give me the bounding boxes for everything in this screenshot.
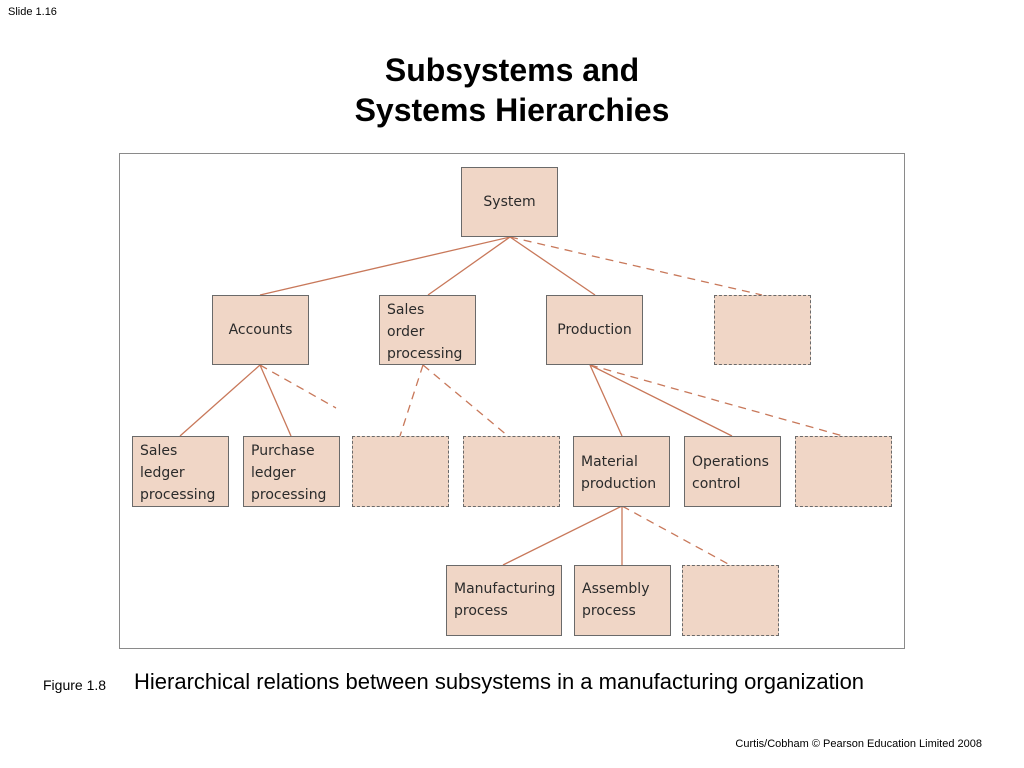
connector-production-material xyxy=(589,364,623,437)
node-material-production: Material production xyxy=(573,436,670,507)
node-manufacturing-process: Manufacturing process xyxy=(446,565,562,636)
connector-sales-order-unnamed-2 xyxy=(422,364,509,437)
connector-material-unnamed xyxy=(621,505,731,566)
figure-label: Figure 1.8 xyxy=(43,677,107,693)
node-operations-control: Operations control xyxy=(684,436,781,507)
copyright-credit: Curtis/Cobham © Pearson Education Limite… xyxy=(735,738,982,750)
node-sales-ledger-processing: Sales ledger processing xyxy=(132,436,229,507)
title-line-1: Subsystems and xyxy=(384,52,640,88)
node-unnamed-level2-a xyxy=(352,436,449,507)
title-line-2: Systems Hierarchies xyxy=(354,92,670,128)
node-assembly-process: Assembly process xyxy=(574,565,671,636)
node-sales-order-processing: Sales order processing xyxy=(379,295,476,365)
connector-system-production xyxy=(509,236,596,296)
connector-system-sales-order xyxy=(427,236,511,296)
connector-accounts-purchase-ledger xyxy=(259,364,292,437)
connector-production-operations xyxy=(589,364,733,437)
connector-sales-order-unnamed-1 xyxy=(399,364,424,437)
slide-number: Slide 1.16 xyxy=(8,6,57,18)
node-unnamed-level2-b xyxy=(463,436,560,507)
figure-caption: Hierarchical relations between subsystem… xyxy=(134,669,865,694)
slide-title: Subsystems and Systems Hierarchies xyxy=(0,50,1024,130)
connector-accounts-sales-ledger xyxy=(179,364,261,437)
node-production: Production xyxy=(546,295,643,365)
node-unnamed-level1 xyxy=(714,295,811,365)
node-accounts: Accounts xyxy=(212,295,309,365)
connector-material-manufacturing xyxy=(502,505,623,566)
connector-production-unnamed xyxy=(589,364,844,437)
connector-system-unnamed xyxy=(509,236,763,296)
connector-system-accounts xyxy=(259,236,511,296)
node-system: System xyxy=(461,167,558,237)
connector-accounts-unnamed xyxy=(259,364,337,409)
node-unnamed-level2-c xyxy=(795,436,892,507)
node-unnamed-level3 xyxy=(682,565,779,636)
node-purchase-ledger-processing: Purchase ledger processing xyxy=(243,436,340,507)
diagram-frame xyxy=(119,153,905,649)
